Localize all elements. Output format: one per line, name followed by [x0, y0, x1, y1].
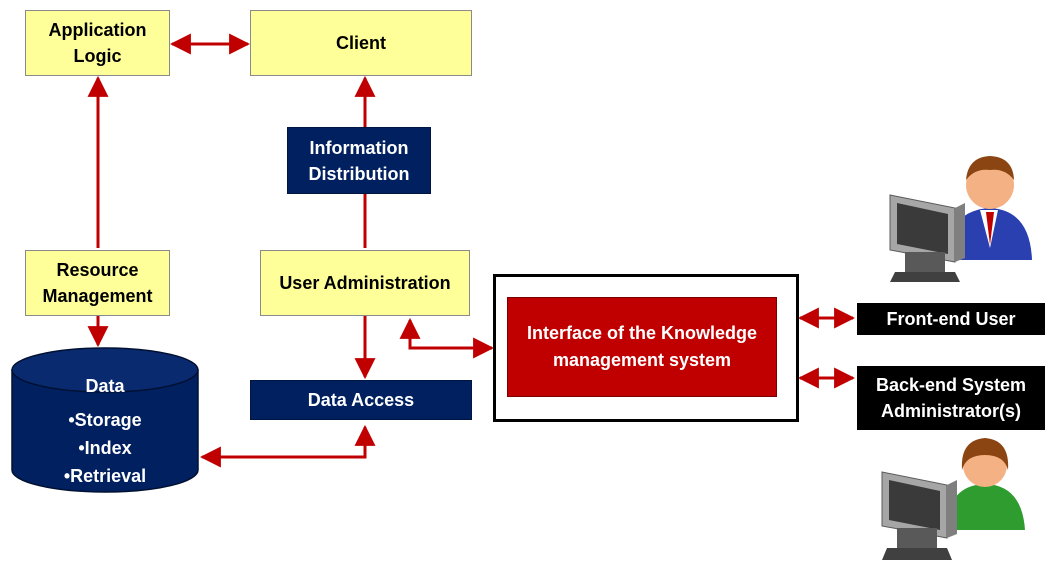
data-store-item-storage: •Storage: [68, 410, 142, 430]
information-distribution-box: Information Distribution: [287, 127, 431, 194]
user-administration-box: User Administration: [260, 250, 470, 316]
interface-box: Interface of the Knowledge management sy…: [507, 297, 777, 397]
information-distribution-label: Information Distribution: [308, 137, 410, 184]
data-store-title: Data: [85, 376, 125, 396]
data-access-label: Data Access: [307, 390, 415, 410]
arrow-data-dataaccess: [199, 424, 376, 468]
user-administration-label: User Administration: [279, 273, 451, 293]
client-label: Client: [335, 33, 386, 53]
arrow-useradmin-interface: [399, 317, 495, 359]
data-store-item-retrieval: •Retrieval: [63, 466, 147, 486]
application-logic-box: Application Logic: [25, 10, 170, 76]
back-end-admin-box: Back-end System Administrator(s): [857, 366, 1045, 430]
client-box: Client: [250, 10, 472, 76]
front-end-user-box: Front-end User: [857, 303, 1045, 335]
interface-label: Interface of the Knowledge management sy…: [526, 323, 758, 370]
data-store-item-index: •Index: [78, 438, 132, 458]
data-store-cylinder: [11, 347, 199, 493]
front-end-user-label: Front-end User: [886, 309, 1016, 329]
application-logic-label: Application Logic: [48, 20, 147, 66]
back-end-admin-icon: [881, 438, 1025, 560]
back-end-admin-label: Back-end System Administrator(s): [875, 375, 1027, 421]
front-end-user-icon: [889, 156, 1032, 282]
data-access-box: Data Access: [250, 380, 472, 420]
resource-management-label: Resource Management: [42, 260, 153, 306]
resource-management-box: Resource Management: [25, 250, 170, 316]
